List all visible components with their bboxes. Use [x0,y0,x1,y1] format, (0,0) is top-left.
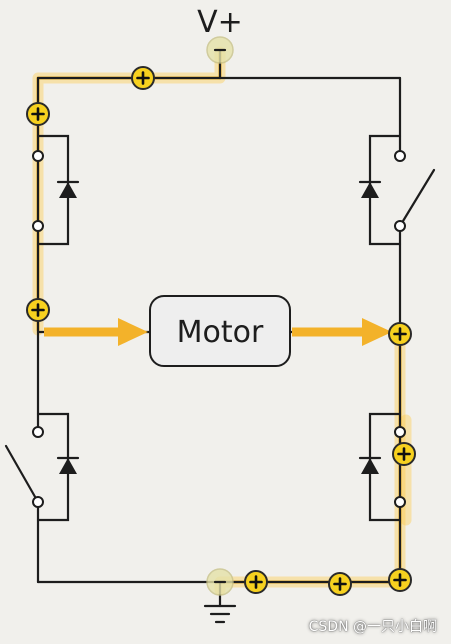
plus-badge-icon [328,572,352,596]
plus-badge-icon [26,102,50,126]
motor-label: Motor [177,315,264,350]
switch-top-left [32,134,80,246]
plus-badge-icon [388,568,412,592]
diode-icon [56,456,80,474]
motor-block: Motor [149,295,291,367]
charge-badges [26,66,416,596]
flow-arrow-icon [292,318,392,346]
watermark: CSDN @一只小白啊 [308,619,437,635]
diode-icon [358,456,382,474]
diode-icon [56,180,80,198]
plus-badge-icon [392,442,416,466]
plus-badge-icon [131,66,155,90]
plus-badge-icon [26,298,50,322]
supply-label: V+ [197,5,243,40]
plus-badge-icon [244,570,268,594]
switch-bottom-left [4,412,80,522]
switch-bottom-right [358,412,406,522]
switch-top-right [358,134,436,246]
flow-arrow-icon [44,318,148,346]
ground-icon [203,568,237,624]
diode-icon [358,180,382,198]
vplus-terminal-icon [206,36,234,64]
plus-badge-icon [388,322,412,346]
